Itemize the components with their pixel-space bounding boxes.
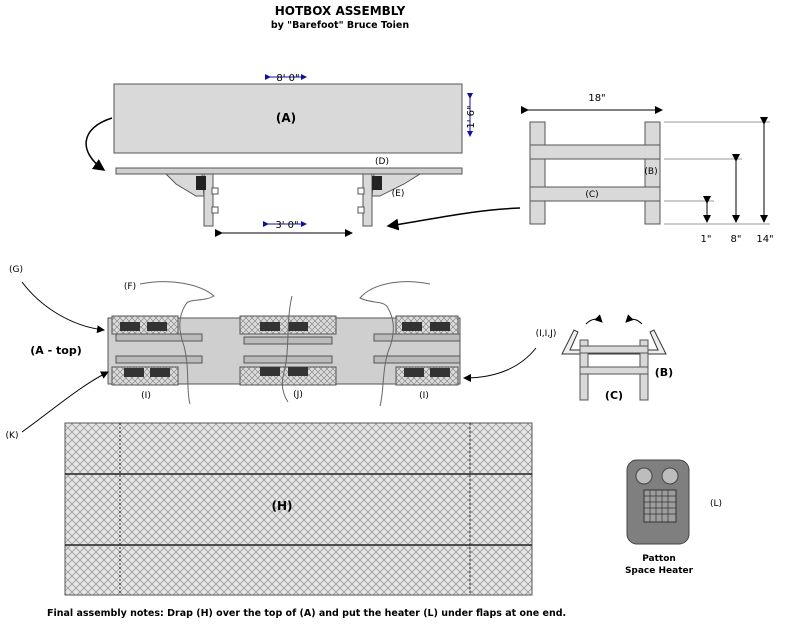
left-bracket (164, 173, 219, 227)
title-block: HOTBOX ASSEMBLY by "Barefoot" Bruce Toie… (0, 4, 680, 31)
label-f: (F) (124, 282, 136, 292)
label-i-left: (I) (141, 391, 151, 401)
span-dimension-label: 3' 0" (275, 220, 298, 231)
dim-14-label: 14" (756, 234, 773, 245)
small-side-view (561, 329, 667, 401)
dim-1-label: 1" (701, 234, 712, 245)
board-a (113, 83, 463, 154)
side-view-frame (529, 121, 661, 225)
length-dimension-label: 8' 0" (276, 73, 299, 84)
assembly-note: Final assembly notes: Drap (H) over the … (47, 608, 567, 619)
label-d: (D) (375, 157, 389, 167)
label-iij: (I,I,J) (536, 329, 557, 339)
side-label-b: (B) (644, 167, 657, 177)
label-g: (G) (9, 265, 23, 275)
left-pads (111, 315, 203, 386)
arrow-iij (463, 347, 537, 382)
clip-curve-middle (281, 295, 293, 403)
width-dimension-label: 18" (588, 93, 605, 104)
right-pads (373, 315, 461, 386)
label-e: (E) (392, 189, 405, 199)
cover-h (64, 422, 533, 596)
heater-name-line1: Patton (642, 554, 676, 564)
diagram-subtitle: by "Barefoot" Bruce Toien (270, 20, 410, 31)
flip-arrow (85, 117, 113, 171)
label-c-small: (C) (605, 389, 623, 402)
arrow-k (21, 371, 109, 433)
arrow-g (21, 281, 105, 334)
heater-name-line2: Space Heater (625, 566, 694, 576)
label-j: (J) (293, 390, 303, 400)
right-bracket (357, 173, 422, 227)
height-reference-lines (664, 121, 770, 225)
label-a: (A) (276, 111, 296, 125)
board-d (115, 167, 463, 175)
insert-arrow (386, 207, 521, 231)
label-i-right: (I) (419, 391, 429, 401)
arrow-clip-left (585, 314, 603, 325)
label-l: (L) (710, 499, 722, 509)
label-b-small: (B) (655, 366, 673, 379)
label-a-top: (A - top) (30, 344, 81, 357)
dim-8-label: 8" (731, 234, 742, 245)
clip-curve-left (139, 281, 215, 405)
arrow-clip-right (625, 314, 643, 325)
clip-curve-right (359, 281, 431, 407)
diagram-title: HOTBOX ASSEMBLY (274, 4, 406, 18)
side-label-c: (C) (585, 190, 598, 200)
heater-l (626, 459, 690, 545)
height-dimension-label: 1' 6" (466, 105, 477, 128)
label-h: (H) (271, 499, 292, 513)
label-k: (K) (6, 431, 19, 441)
